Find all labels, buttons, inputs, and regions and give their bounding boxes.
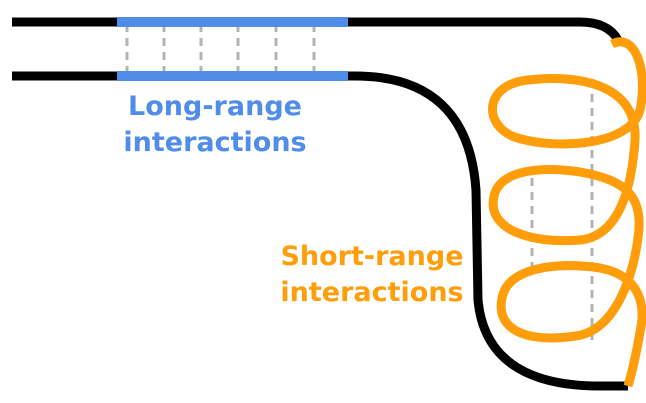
short-range-label: Short-range interactions [252, 239, 492, 311]
short-range-label-line1: Short-range [280, 241, 464, 272]
long-range-contacts [125, 24, 316, 74]
top-strand [12, 17, 622, 43]
long-range-segments [117, 17, 348, 81]
backbone-strands [12, 17, 628, 391]
bottom-strand [12, 71, 628, 391]
short-range-label-line2: interactions [280, 277, 464, 308]
long-range-label-line1: Long-range [128, 91, 302, 122]
long-range-label: Long-range interactions [95, 89, 335, 161]
short-range-coil [488, 37, 646, 388]
short-range-contacts [530, 80, 594, 340]
long-range-label-line2: interactions [123, 127, 307, 158]
